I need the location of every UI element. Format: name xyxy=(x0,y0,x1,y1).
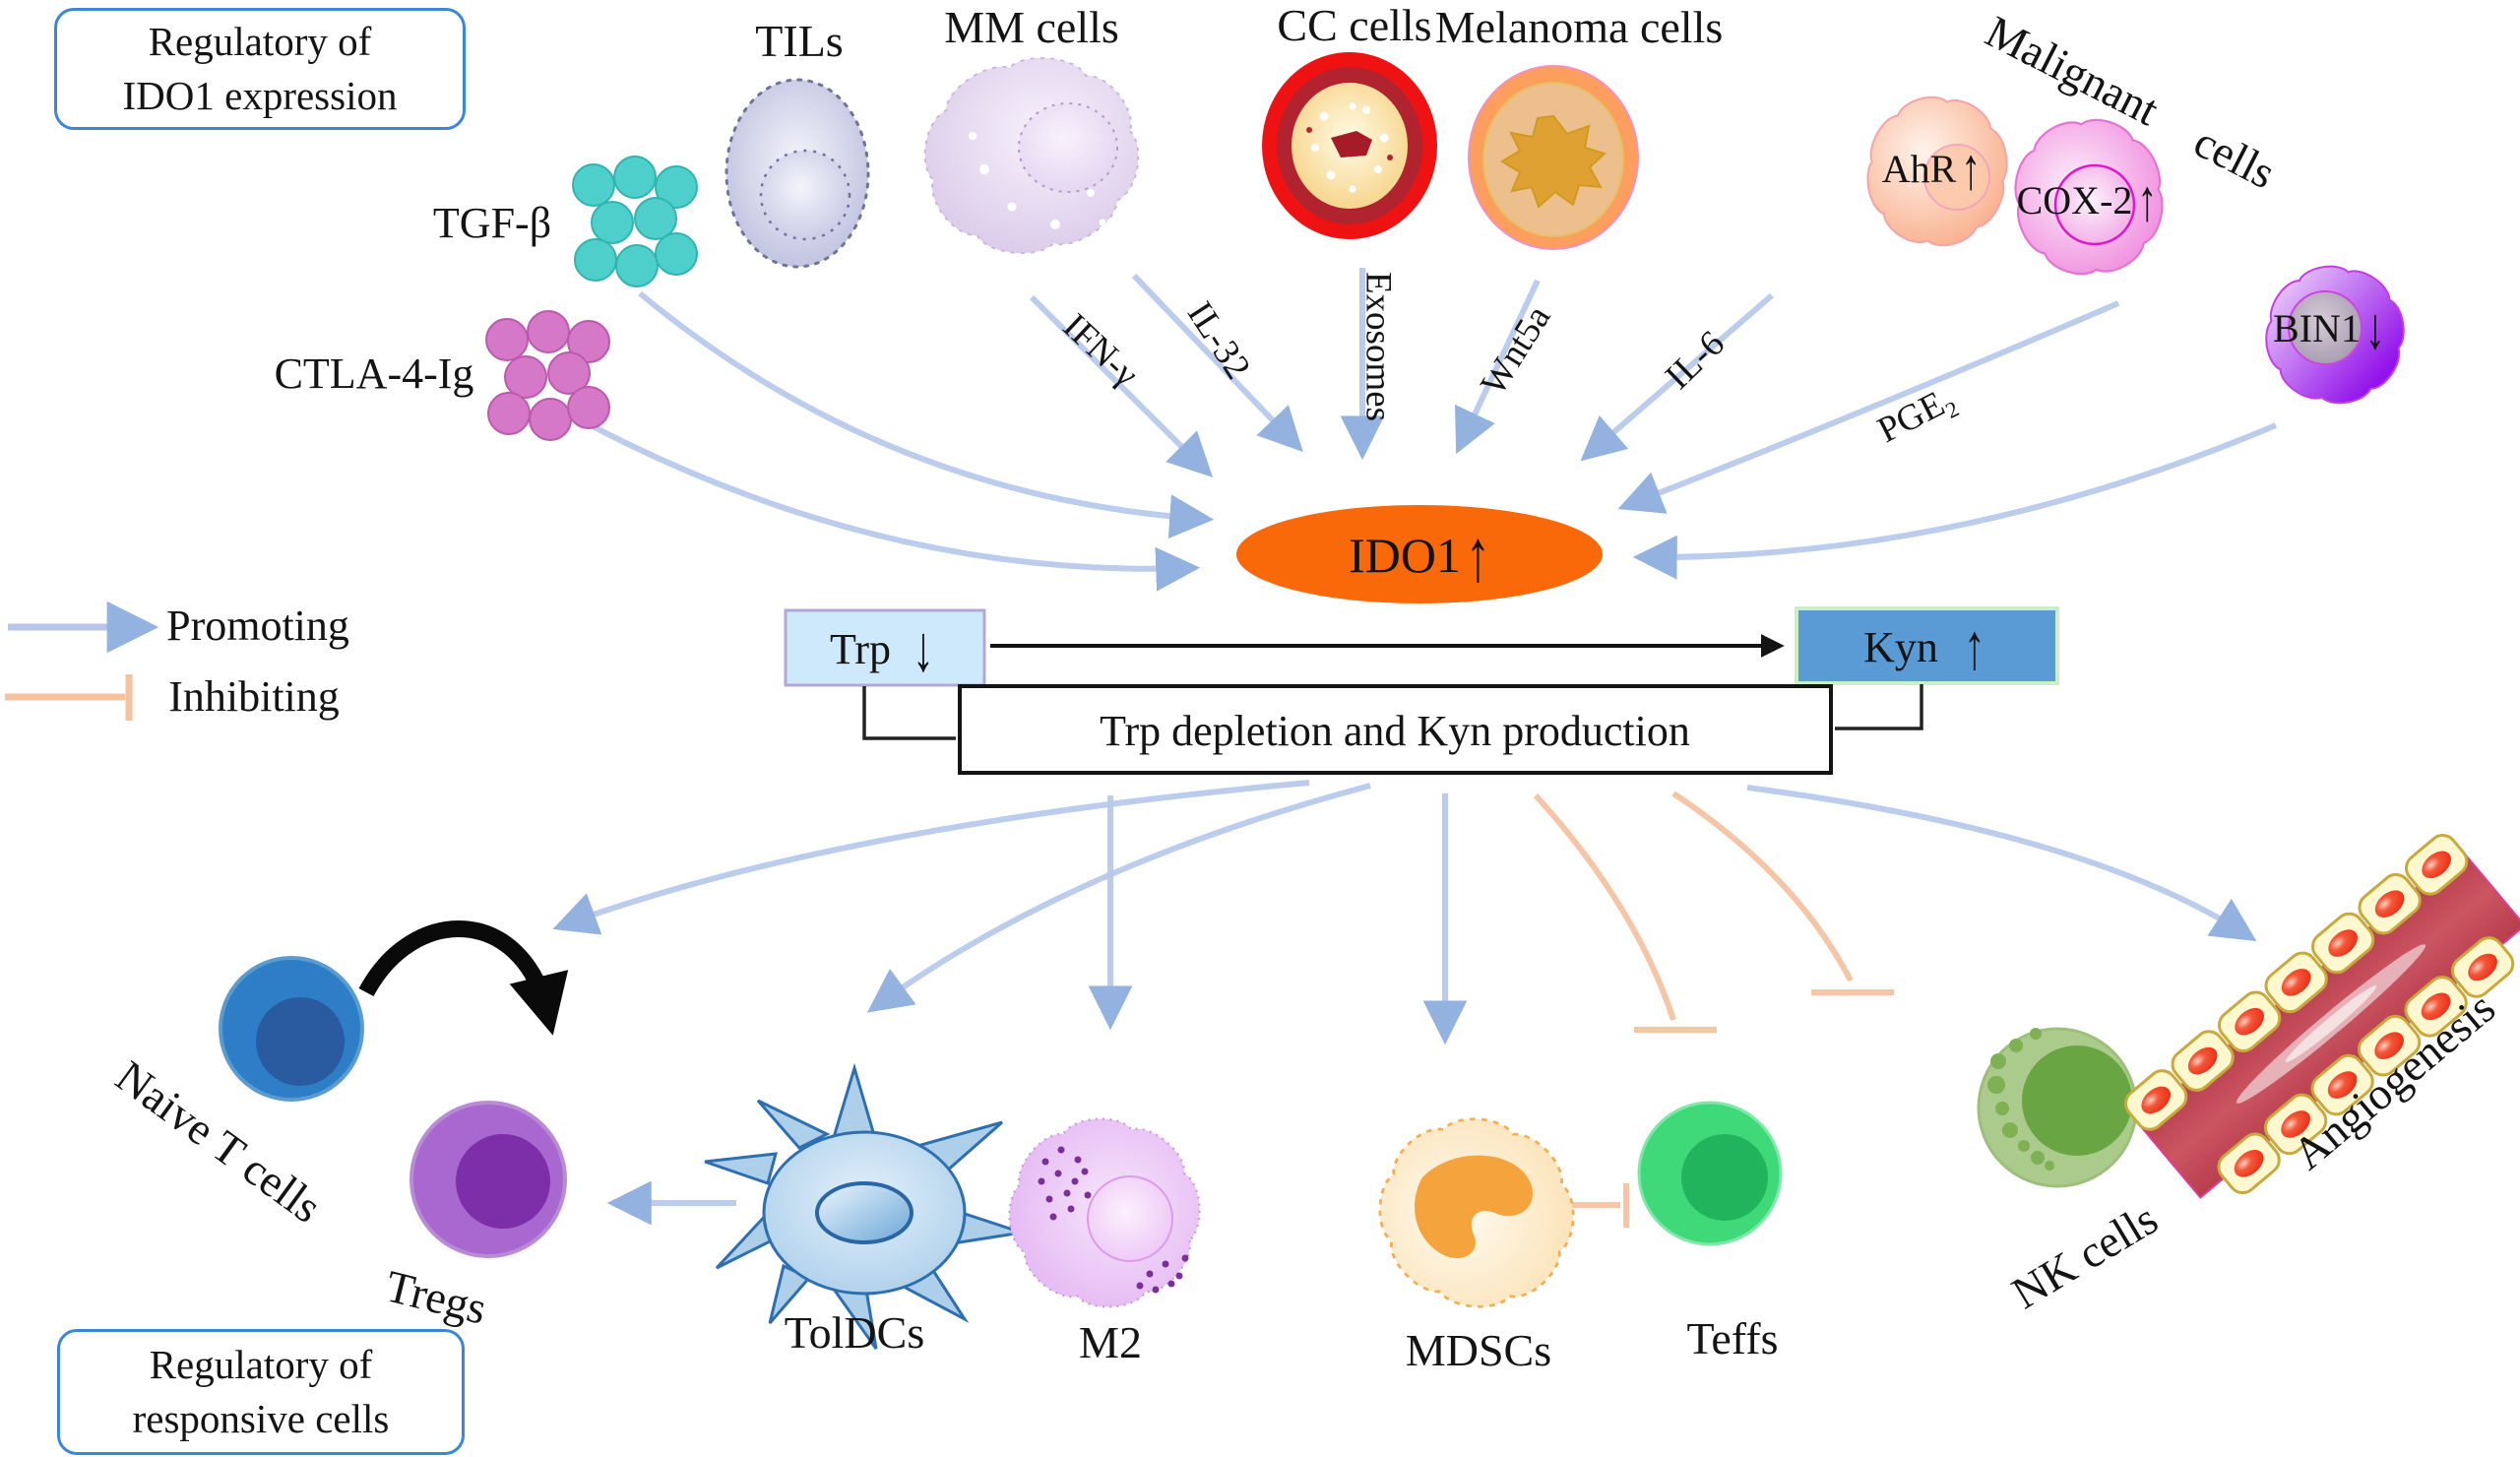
naive-to-tregs-arrow xyxy=(358,920,569,1036)
mdsc-cell xyxy=(1351,1089,1603,1337)
melanoma-cells-label: Melanoma cells xyxy=(1434,2,1724,52)
inhibit-to-teffs xyxy=(1533,792,1676,1021)
teffs-label: Teffs xyxy=(1686,1313,1779,1363)
bottom-fan-arrows xyxy=(552,780,2257,1228)
up-arrow-icon: ↑ xyxy=(1963,610,1985,683)
mm-cell xyxy=(906,37,1158,274)
box-line: Regulatory of xyxy=(148,18,372,64)
m2-label: M2 xyxy=(1079,1317,1142,1367)
arrow-bin1-to-ido1 xyxy=(1632,422,2278,580)
kyn-box-shape xyxy=(1795,606,2059,685)
arrow-to-angiogenesis xyxy=(1746,785,2257,942)
tils-label: TILs xyxy=(755,16,844,66)
ido1-ellipse xyxy=(1236,505,1603,603)
ido1-label: IDO1↑ xyxy=(1349,514,1490,597)
nk-cell xyxy=(1977,1027,2138,1188)
up-arrow-icon: ↑ xyxy=(2137,166,2158,233)
teffs-cell xyxy=(1637,1101,1783,1246)
up-arrow-icon: ↑ xyxy=(1961,135,1982,202)
tregs-cell xyxy=(410,1101,567,1258)
down-arrow-icon: ↓ xyxy=(912,612,934,685)
toldc-cell xyxy=(704,1062,1023,1350)
ahr-label: AhR↑ xyxy=(1881,135,1982,202)
cc-cells-label: CC cells xyxy=(1277,0,1432,50)
depletion-label: Trp depletion and Kyn production xyxy=(1100,707,1690,755)
arrow-to-toldcs xyxy=(866,783,1371,1013)
angiogenesis-vessel xyxy=(2118,828,2520,1200)
arrow-il32 xyxy=(1131,273,1303,453)
promoting-label: Promoting xyxy=(166,602,349,650)
ctla4ig-cluster xyxy=(485,310,610,441)
bin1-label: BIN1↓ xyxy=(2273,294,2385,361)
inhibit-to-nk xyxy=(1671,791,1854,982)
bin1-cell xyxy=(2254,254,2416,415)
arrow-pge2 xyxy=(1617,300,2120,514)
cox2-label: COX-2↑ xyxy=(2016,166,2158,233)
mm-cells-label: MM cells xyxy=(944,2,1119,52)
promoting-arrows-top xyxy=(589,268,2278,592)
box-line: responsive cells xyxy=(132,1396,390,1441)
arrow-ifng xyxy=(1029,294,1213,477)
regulatory-of-responsive-cells-box: Regulatory of responsive cells xyxy=(57,1329,465,1455)
mdscs-label: MDSCs xyxy=(1405,1325,1552,1375)
depletion-box-shape xyxy=(958,684,1833,775)
center-axis xyxy=(784,505,2059,775)
cc-cell xyxy=(1262,52,1437,239)
kyn-label: Kyn↑ xyxy=(1863,610,1985,683)
arrow-wnt5a xyxy=(1454,279,1541,455)
trp-box-shape xyxy=(784,608,986,687)
m2-cell xyxy=(986,1096,1223,1330)
arrow-il6 xyxy=(1580,292,1774,462)
tgfb-cluster xyxy=(572,156,698,287)
down-arrow-icon: ↓ xyxy=(2364,294,2385,361)
tgfb-label: TGF-β xyxy=(432,199,552,247)
trp-label: Trp↓ xyxy=(830,612,934,685)
box-line: Regulatory of xyxy=(149,1341,373,1387)
ctla4ig-label: CTLA-4-Ig xyxy=(274,349,474,398)
toldcs-label: TolDCs xyxy=(784,1307,925,1358)
arrow-to-tregs xyxy=(552,780,1310,935)
exosomes-label: Exosomes xyxy=(1357,271,1399,422)
regulatory-of-ido1-expression-box: Regulatory of IDO1 expression xyxy=(54,8,466,130)
legend-glyphs xyxy=(5,601,159,721)
tils-cell xyxy=(724,78,870,269)
arrow-ctla4ig-to-ido1 xyxy=(589,422,1201,592)
naive-t-cell xyxy=(219,956,364,1102)
inhibiting-label: Inhibiting xyxy=(168,672,340,721)
arrow-tgfb-to-ido1 xyxy=(638,290,1215,539)
cox2-cell xyxy=(2007,112,2171,282)
up-arrow-icon: ↑ xyxy=(1465,514,1490,597)
melanoma-cell xyxy=(1468,65,1639,250)
box-line: IDO1 expression xyxy=(122,73,398,118)
ahr-cell xyxy=(1858,89,2016,254)
